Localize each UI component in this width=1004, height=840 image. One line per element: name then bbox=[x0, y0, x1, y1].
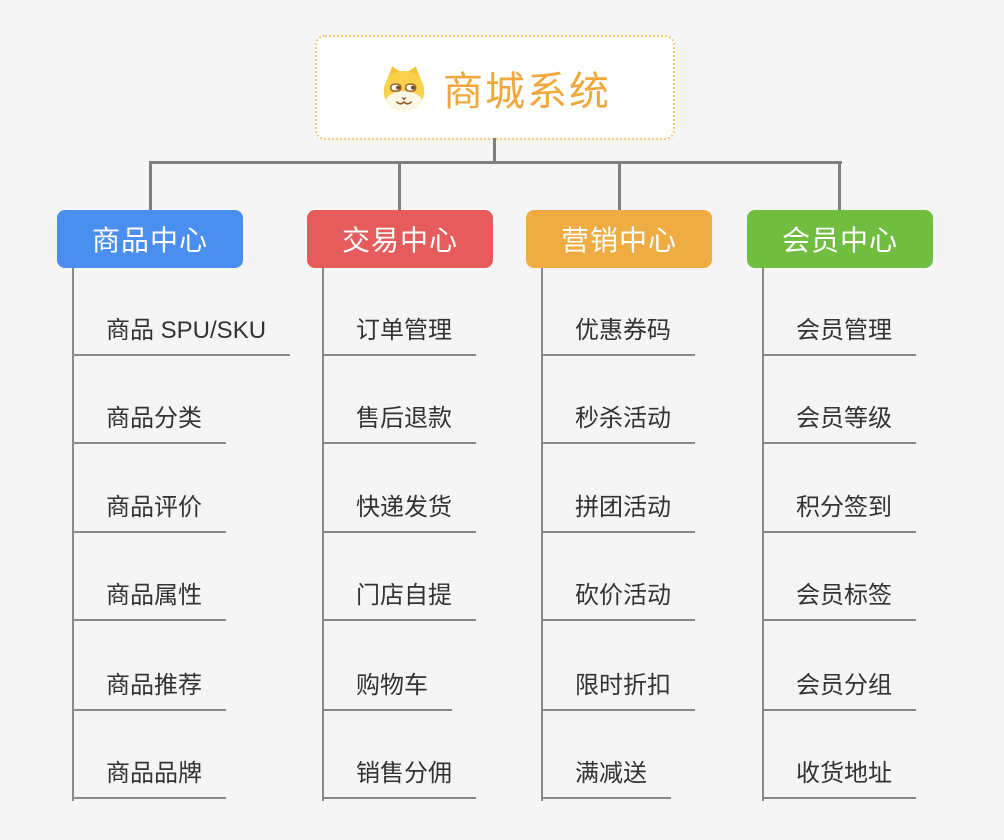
connector-branch-stem bbox=[838, 163, 841, 210]
connector-horizontal-rail bbox=[149, 161, 842, 164]
child-node-product-review[interactable]: 商品评价 bbox=[72, 494, 226, 533]
child-node-product-attribute[interactable]: 商品属性 bbox=[72, 582, 226, 621]
child-node-store-pickup[interactable]: 门店自提 bbox=[322, 582, 476, 621]
child-node-express-shipping[interactable]: 快递发货 bbox=[322, 494, 476, 533]
branch-node-member-center[interactable]: 会员中心 bbox=[747, 210, 933, 268]
branch-node-product-center[interactable]: 商品中心 bbox=[57, 210, 243, 268]
child-node-member-management[interactable]: 会员管理 bbox=[762, 317, 916, 356]
child-node-flash-sale[interactable]: 秒杀活动 bbox=[541, 405, 695, 444]
connector-branch-stem bbox=[618, 163, 621, 210]
connector-branch-stem bbox=[398, 163, 401, 210]
child-node-member-tag[interactable]: 会员标签 bbox=[762, 582, 916, 621]
branch-node-marketing-center[interactable]: 营销中心 bbox=[526, 210, 712, 268]
connector-branch-stem bbox=[149, 163, 152, 210]
child-node-sales-commission[interactable]: 销售分佣 bbox=[322, 760, 476, 799]
child-node-group-buy[interactable]: 拼团活动 bbox=[541, 494, 695, 533]
root-node-label: 商城系统 bbox=[443, 69, 611, 114]
dog-face-icon bbox=[383, 65, 425, 111]
child-node-product-spu-sku[interactable]: 商品 SPU/SKU bbox=[72, 317, 291, 356]
branch-children-spine bbox=[72, 268, 74, 801]
child-node-coupon-code[interactable]: 优惠券码 bbox=[541, 317, 695, 356]
child-node-aftersale-refund[interactable]: 售后退款 bbox=[322, 405, 476, 444]
child-node-member-level[interactable]: 会员等级 bbox=[762, 405, 916, 444]
child-node-member-group[interactable]: 会员分组 bbox=[762, 672, 916, 711]
child-node-limited-time-discount[interactable]: 限时折扣 bbox=[541, 672, 695, 711]
branch-node-trade-center[interactable]: 交易中心 bbox=[307, 210, 493, 268]
child-node-shipping-address[interactable]: 收货地址 bbox=[762, 760, 916, 799]
child-node-shopping-cart[interactable]: 购物车 bbox=[322, 672, 452, 711]
branch-children-spine bbox=[762, 268, 764, 801]
child-node-order-management[interactable]: 订单管理 bbox=[322, 317, 476, 356]
branch-children-spine bbox=[541, 268, 543, 801]
connector-root-stem bbox=[493, 138, 496, 163]
branch-children-spine bbox=[322, 268, 324, 801]
child-node-points-checkin[interactable]: 积分签到 bbox=[762, 494, 916, 533]
child-node-product-brand[interactable]: 商品品牌 bbox=[72, 760, 226, 799]
child-node-product-recommend[interactable]: 商品推荐 bbox=[72, 672, 226, 711]
child-node-full-reduction[interactable]: 满减送 bbox=[541, 760, 671, 799]
child-node-bargain-activity[interactable]: 砍价活动 bbox=[541, 582, 695, 621]
child-node-product-category[interactable]: 商品分类 bbox=[72, 405, 226, 444]
root-node-mall-system[interactable]: 商城系统 bbox=[315, 35, 675, 140]
